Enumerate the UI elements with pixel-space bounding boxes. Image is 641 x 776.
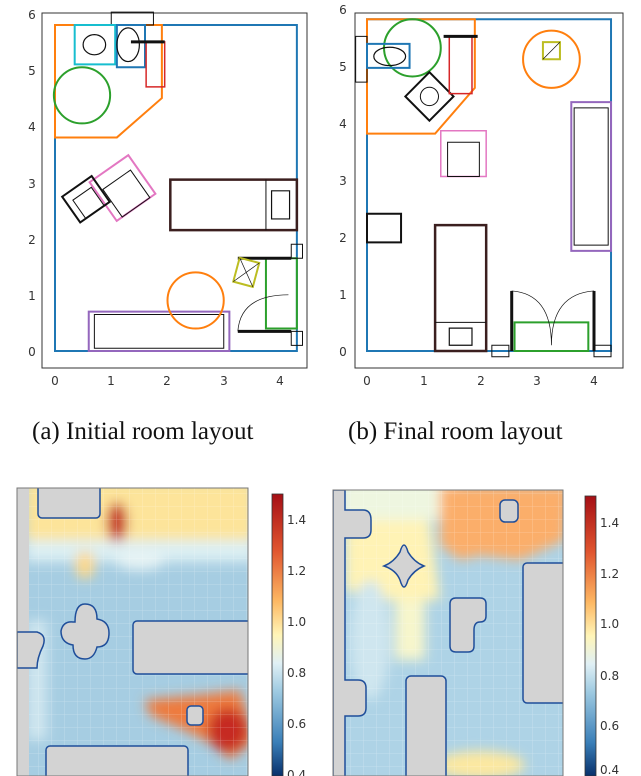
colorbar-tick: 1.4 <box>287 513 306 527</box>
plot-initial-layout: 0 1 2 3 4 0 1 2 3 4 5 6 <box>28 8 307 388</box>
colorbar-tick: 1.0 <box>600 617 619 631</box>
sink-icon <box>75 25 116 64</box>
turning-circle <box>523 31 580 88</box>
x-tick: 3 <box>220 374 228 388</box>
turning-circle <box>54 67 110 123</box>
plot-final-layout: 0 1 2 3 4 0 1 2 3 4 5 6 <box>339 3 623 388</box>
armchair-icon <box>441 131 486 177</box>
x-tick: 1 <box>107 374 115 388</box>
y-tick: 0 <box>28 345 36 359</box>
y-tick: 3 <box>339 174 347 188</box>
room-objects <box>356 19 611 356</box>
caption-final: (b) Final room layout <box>348 418 563 445</box>
obstacle <box>132 620 248 675</box>
y-tick: 3 <box>28 177 36 191</box>
bathroom-area <box>367 19 475 133</box>
obstacle <box>186 705 204 726</box>
entrance-door <box>238 244 303 345</box>
obstacle <box>522 562 563 704</box>
x-tick: 0 <box>51 374 59 388</box>
colorbar: 1.4 1.2 1.0 0.8 0.6 0.4 <box>584 495 619 776</box>
heatmap-final: 1.4 1.2 1.0 0.8 0.6 0.4 <box>332 489 619 776</box>
obstacle <box>333 490 372 776</box>
x-tick: 4 <box>276 374 284 388</box>
colorbar: 1.4 1.2 1.0 0.8 0.6 0.4 <box>271 493 306 776</box>
y-tick: 4 <box>339 117 347 131</box>
cart-icon <box>233 258 259 287</box>
axes-frame <box>354 12 624 369</box>
y-tick: 6 <box>28 8 36 22</box>
x-axis-ticks: 0 1 2 3 4 <box>363 374 598 388</box>
y-tick: 0 <box>339 345 347 359</box>
colorbar-tick: 0.6 <box>600 719 619 733</box>
obstacle <box>381 544 427 588</box>
x-axis-ticks: 0 1 2 3 4 <box>51 374 284 388</box>
colorbar-tick: 0.8 <box>287 666 306 680</box>
chair-icon <box>367 214 401 243</box>
obstacles <box>333 490 563 776</box>
colorbar-tick: 0.4 <box>600 763 619 776</box>
colorbar-tick: 1.2 <box>287 564 306 578</box>
sofa-icon <box>571 102 611 251</box>
obstacle <box>499 499 519 523</box>
entrance-door <box>492 291 611 357</box>
x-tick: 2 <box>163 374 171 388</box>
colorbar-tick: 1.0 <box>287 615 306 629</box>
obstacle <box>449 597 487 653</box>
toilet-icon <box>367 44 410 68</box>
y-tick: 2 <box>339 231 347 245</box>
y-tick: 5 <box>339 60 347 74</box>
x-tick: 1 <box>420 374 428 388</box>
colorbar-tick: 1.4 <box>600 516 619 530</box>
y-tick: 1 <box>339 288 347 302</box>
heatmap-initial: 1.4 1.2 1.0 0.8 0.6 0.4 <box>16 487 306 776</box>
x-tick: 3 <box>533 374 541 388</box>
colorbar-tick: 1.2 <box>600 567 619 581</box>
sofa-icon <box>89 312 230 351</box>
colorbar-tick: 0.6 <box>287 717 306 731</box>
y-tick: 2 <box>28 233 36 247</box>
y-axis-ticks: 0 1 2 3 4 5 6 <box>28 8 36 359</box>
colorbar-tick: 0.8 <box>600 669 619 683</box>
obstacles <box>17 488 248 776</box>
y-tick: 4 <box>28 120 36 134</box>
y-tick: 1 <box>28 289 36 303</box>
bed-icon <box>170 180 297 231</box>
cart-icon <box>543 42 560 59</box>
obstacle <box>17 631 45 669</box>
x-tick: 2 <box>477 374 485 388</box>
x-tick: 4 <box>590 374 598 388</box>
colorbar-tick: 0.4 <box>287 768 306 776</box>
obstacle <box>37 488 101 519</box>
chair-icon <box>62 176 110 222</box>
sink-icon <box>405 72 453 121</box>
y-tick: 5 <box>28 64 36 78</box>
caption-initial: (a) Initial room layout <box>32 418 254 445</box>
y-axis-ticks: 0 1 2 3 4 5 6 <box>339 3 347 359</box>
obstacle <box>45 745 189 776</box>
obstacle <box>60 603 110 660</box>
armchair-icon <box>90 155 156 221</box>
room-objects <box>54 12 303 351</box>
obstacle <box>405 675 447 776</box>
turning-circle <box>168 272 224 328</box>
y-tick: 6 <box>339 3 347 17</box>
bed-icon <box>435 225 486 351</box>
x-tick: 0 <box>363 374 371 388</box>
